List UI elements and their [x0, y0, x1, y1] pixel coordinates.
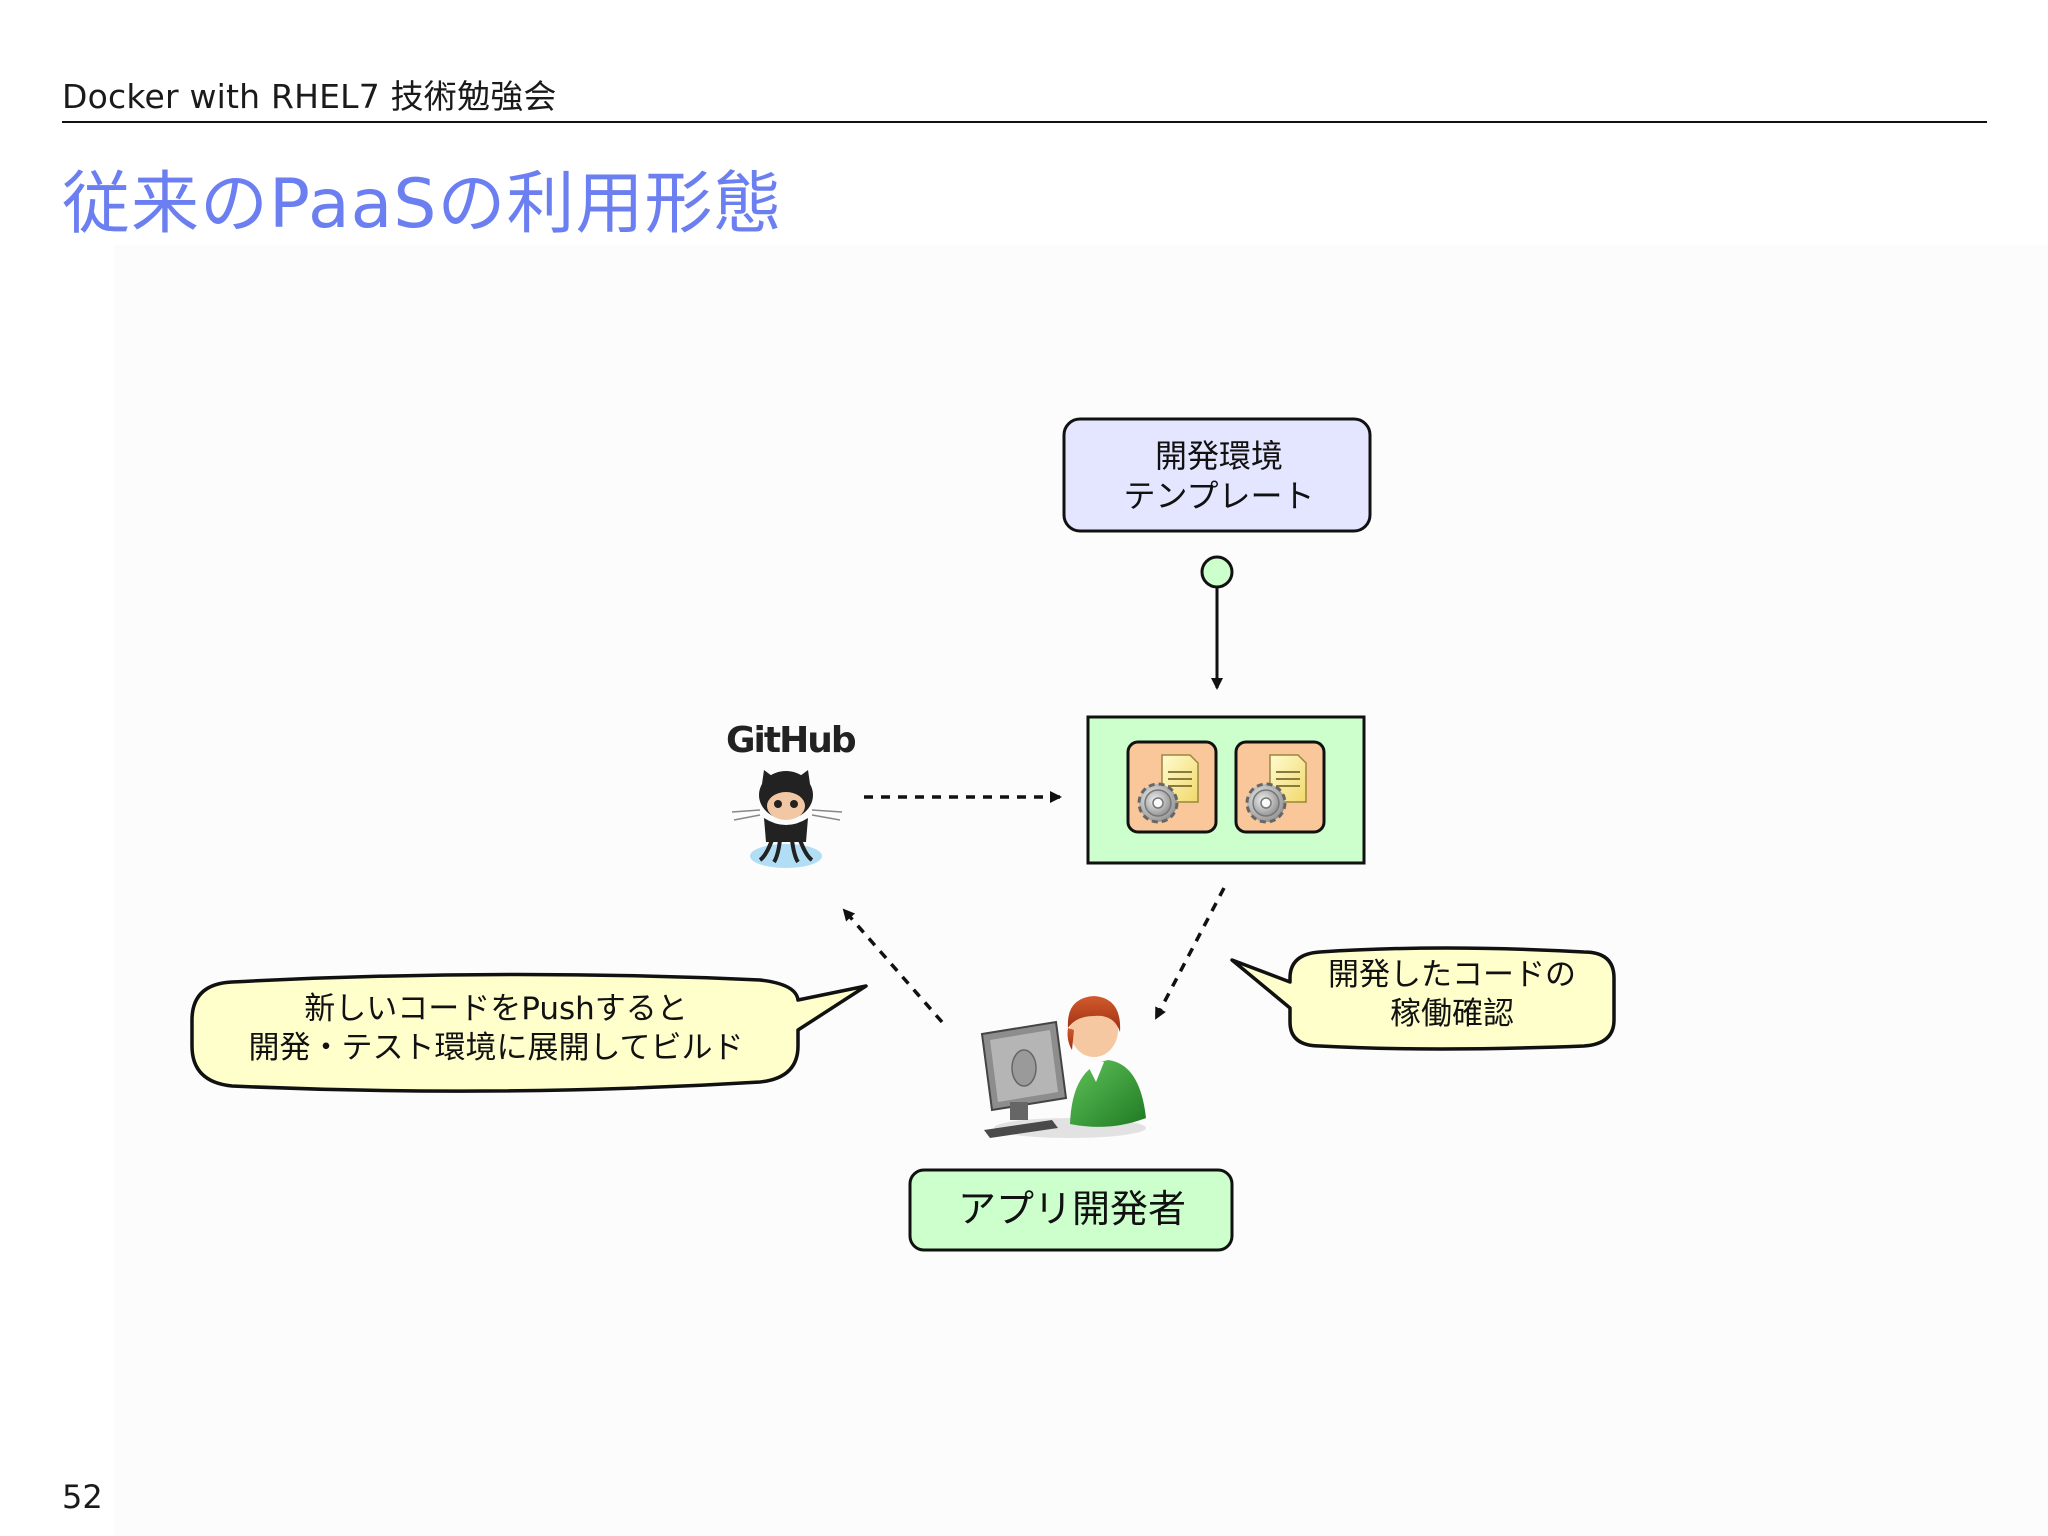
- template-connector-circle: [1200, 555, 1234, 589]
- app-tile-2: [1234, 740, 1326, 834]
- bubble-push: [190, 972, 868, 1093]
- developer-label: アプリ開発者: [957, 1187, 1186, 1231]
- bubble-check: [1230, 946, 1616, 1051]
- bubble-push-label: 新しいコードをPushすると 開発・テスト環境に展開してビルド: [248, 991, 744, 1066]
- template-box: [1062, 417, 1372, 533]
- slide-title: 従来のPaaSの利用形態: [62, 165, 783, 244]
- developer-to-github-arrow: [842, 908, 944, 1024]
- user-at-computer-icon: [980, 996, 1146, 1138]
- header-text: Docker with RHEL7 技術勉強会: [62, 77, 557, 116]
- octocat-icon: [731, 770, 843, 868]
- app-tile-1: [1126, 740, 1218, 834]
- bubble-check-label: 開発したコードの 稼働確認: [1328, 957, 1576, 1032]
- template-box-label: 開発環境 テンプレート: [1123, 437, 1315, 515]
- page-number: 52: [62, 1478, 103, 1516]
- gear-icon: [1137, 782, 1179, 824]
- developer-label-box: [908, 1168, 1234, 1252]
- gear-icon: [1245, 782, 1287, 824]
- server-to-developer-arrow: [1154, 887, 1226, 1020]
- header-rule: [62, 121, 1987, 123]
- github-wordmark: GitHub: [726, 720, 857, 761]
